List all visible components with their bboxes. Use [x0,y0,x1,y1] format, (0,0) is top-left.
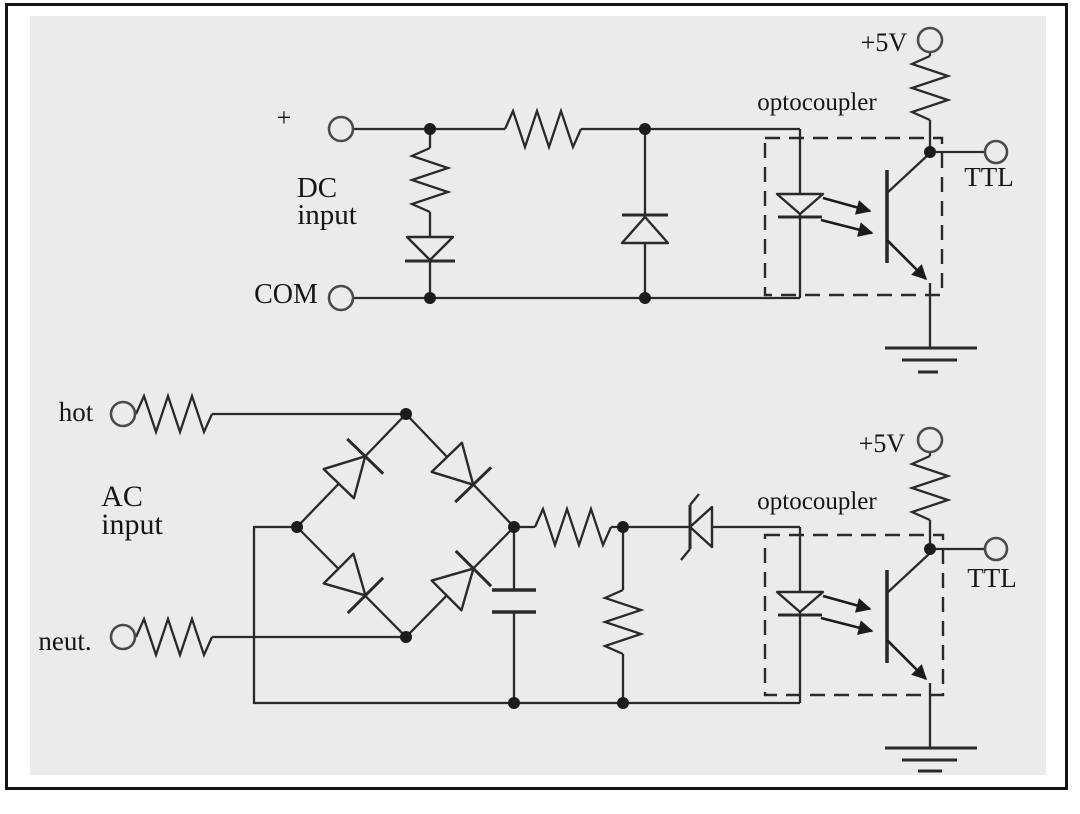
dc-polarity-label: + [277,103,292,132]
ac-phototransistor [885,553,930,681]
dc-branch-diode [405,235,455,263]
dc-5v-terminal [916,26,944,54]
ac-5v-terminal [916,426,944,454]
bridge-diode-bottom-right [430,549,493,612]
dc-optocoupler-label: optocoupler [757,89,877,116]
dc-supply-label: +5V [861,28,908,57]
dc-clamp-diode [620,213,670,245]
ac-neutral-resistor [134,615,214,659]
ac-junction-dots [291,408,936,709]
ac-neutral-label: neut. [38,626,91,656]
ac-name-line1: AC [101,480,143,513]
dc-optocoupler-box [763,136,944,297]
ac-ground [885,746,977,773]
ac-series-resistor [533,505,613,549]
ac-ttl-terminal [983,536,1009,562]
bridge-diode-top-right [430,441,493,504]
dc-opto-led [775,192,825,219]
ac-light-arrows [820,594,874,635]
dc-name-line1: DC [297,172,337,204]
bridge-diode-bottom-left [322,552,385,615]
ac-hot-resistor [134,392,214,436]
ac-neutral-terminal [109,623,137,651]
dc-com-label: COM [254,279,318,310]
dc-circuit: + DC input COM optocoupler +5V TTL [254,26,1014,374]
ac-name-line2: input [101,508,163,541]
ac-circuit: hot AC input neut. optocoupler +5V TTL [38,392,1017,773]
dc-output-label: TTL [964,162,1013,192]
diagram-panel [30,16,1046,775]
dc-junction-dots [424,123,936,304]
ac-zener-diode [680,493,714,561]
dc-light-arrows [820,196,874,237]
ac-opto-led [775,590,825,617]
dc-shunt-resistor [408,146,452,214]
ac-hot-label: hot [59,397,94,427]
bridge-diode-top-left [322,437,385,500]
dc-com-terminal [327,284,355,312]
dc-wires [353,52,984,347]
dc-pullup-resistor [908,54,952,122]
dc-series-resistor [503,107,583,151]
dc-ttl-terminal [983,139,1009,165]
ac-supply-label: +5V [859,429,906,458]
dc-name-line2: input [297,199,357,231]
ac-hot-terminal [109,400,137,428]
dc-ground [885,346,977,374]
ac-optocoupler-label: optocoupler [757,488,877,515]
dc-plus-terminal [327,115,355,143]
dc-phototransistor [885,153,930,281]
ac-filter-capacitor [492,588,536,614]
ac-output-label: TTL [967,563,1016,593]
ac-shunt-resistor [601,588,645,656]
ac-pullup-resistor [908,454,952,522]
